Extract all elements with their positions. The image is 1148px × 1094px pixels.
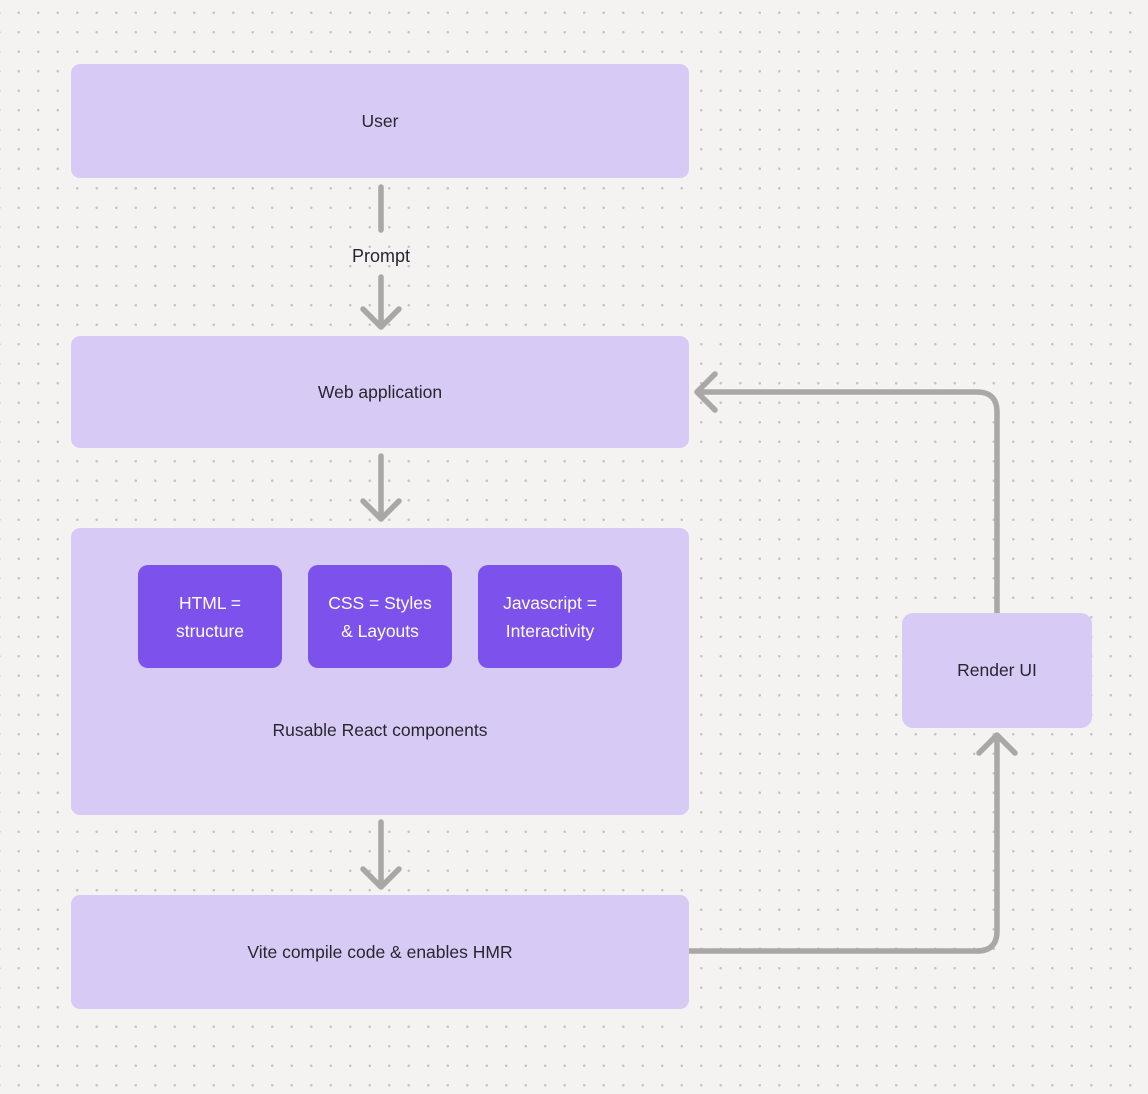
node-vite[interactable]: Vite compile code & enables HMR: [71, 895, 689, 1009]
node-javascript-label-line2: Interactivity: [505, 620, 595, 641]
node-user-label: User: [361, 110, 399, 131]
components-row: HTML = structure CSS = Styles & Layouts …: [138, 565, 622, 668]
node-render-ui[interactable]: Render UI: [902, 613, 1092, 728]
edge-group-vite-arrowhead: [360, 866, 402, 890]
node-web-application[interactable]: Web application: [71, 336, 689, 448]
node-html[interactable]: HTML = structure: [138, 565, 282, 668]
edge-render-webapp-arrowhead: [694, 371, 718, 413]
node-html-label-line2: structure: [175, 620, 245, 641]
edge-label-prompt: Prompt: [351, 246, 411, 266]
node-javascript[interactable]: Javascript = Interactivity: [478, 565, 622, 668]
node-components-group[interactable]: HTML = structure CSS = Styles & Layouts …: [71, 528, 689, 815]
node-html-label-line1: HTML =: [178, 592, 242, 613]
node-user[interactable]: User: [71, 64, 689, 178]
edge-render-webapp-line: [699, 389, 1000, 616]
node-css[interactable]: CSS = Styles & Layouts: [308, 565, 452, 668]
components-group-label: Rusable React components: [272, 720, 488, 740]
node-css-label-line1: CSS = Styles: [328, 592, 432, 613]
edge-user-webapp-arrowhead: [360, 306, 402, 330]
node-web-application-label: Web application: [317, 381, 443, 402]
edge-vite-render-line: [686, 739, 1000, 954]
node-javascript-label-line1: Javascript =: [503, 592, 597, 613]
node-render-ui-label: Render UI: [957, 660, 1037, 680]
edge-vite-render-arrowhead: [976, 732, 1018, 756]
node-vite-label: Vite compile code & enables HMR: [247, 941, 513, 962]
edge-webapp-group-arrowhead: [360, 498, 402, 522]
node-css-label-line2: & Layouts: [341, 620, 419, 641]
